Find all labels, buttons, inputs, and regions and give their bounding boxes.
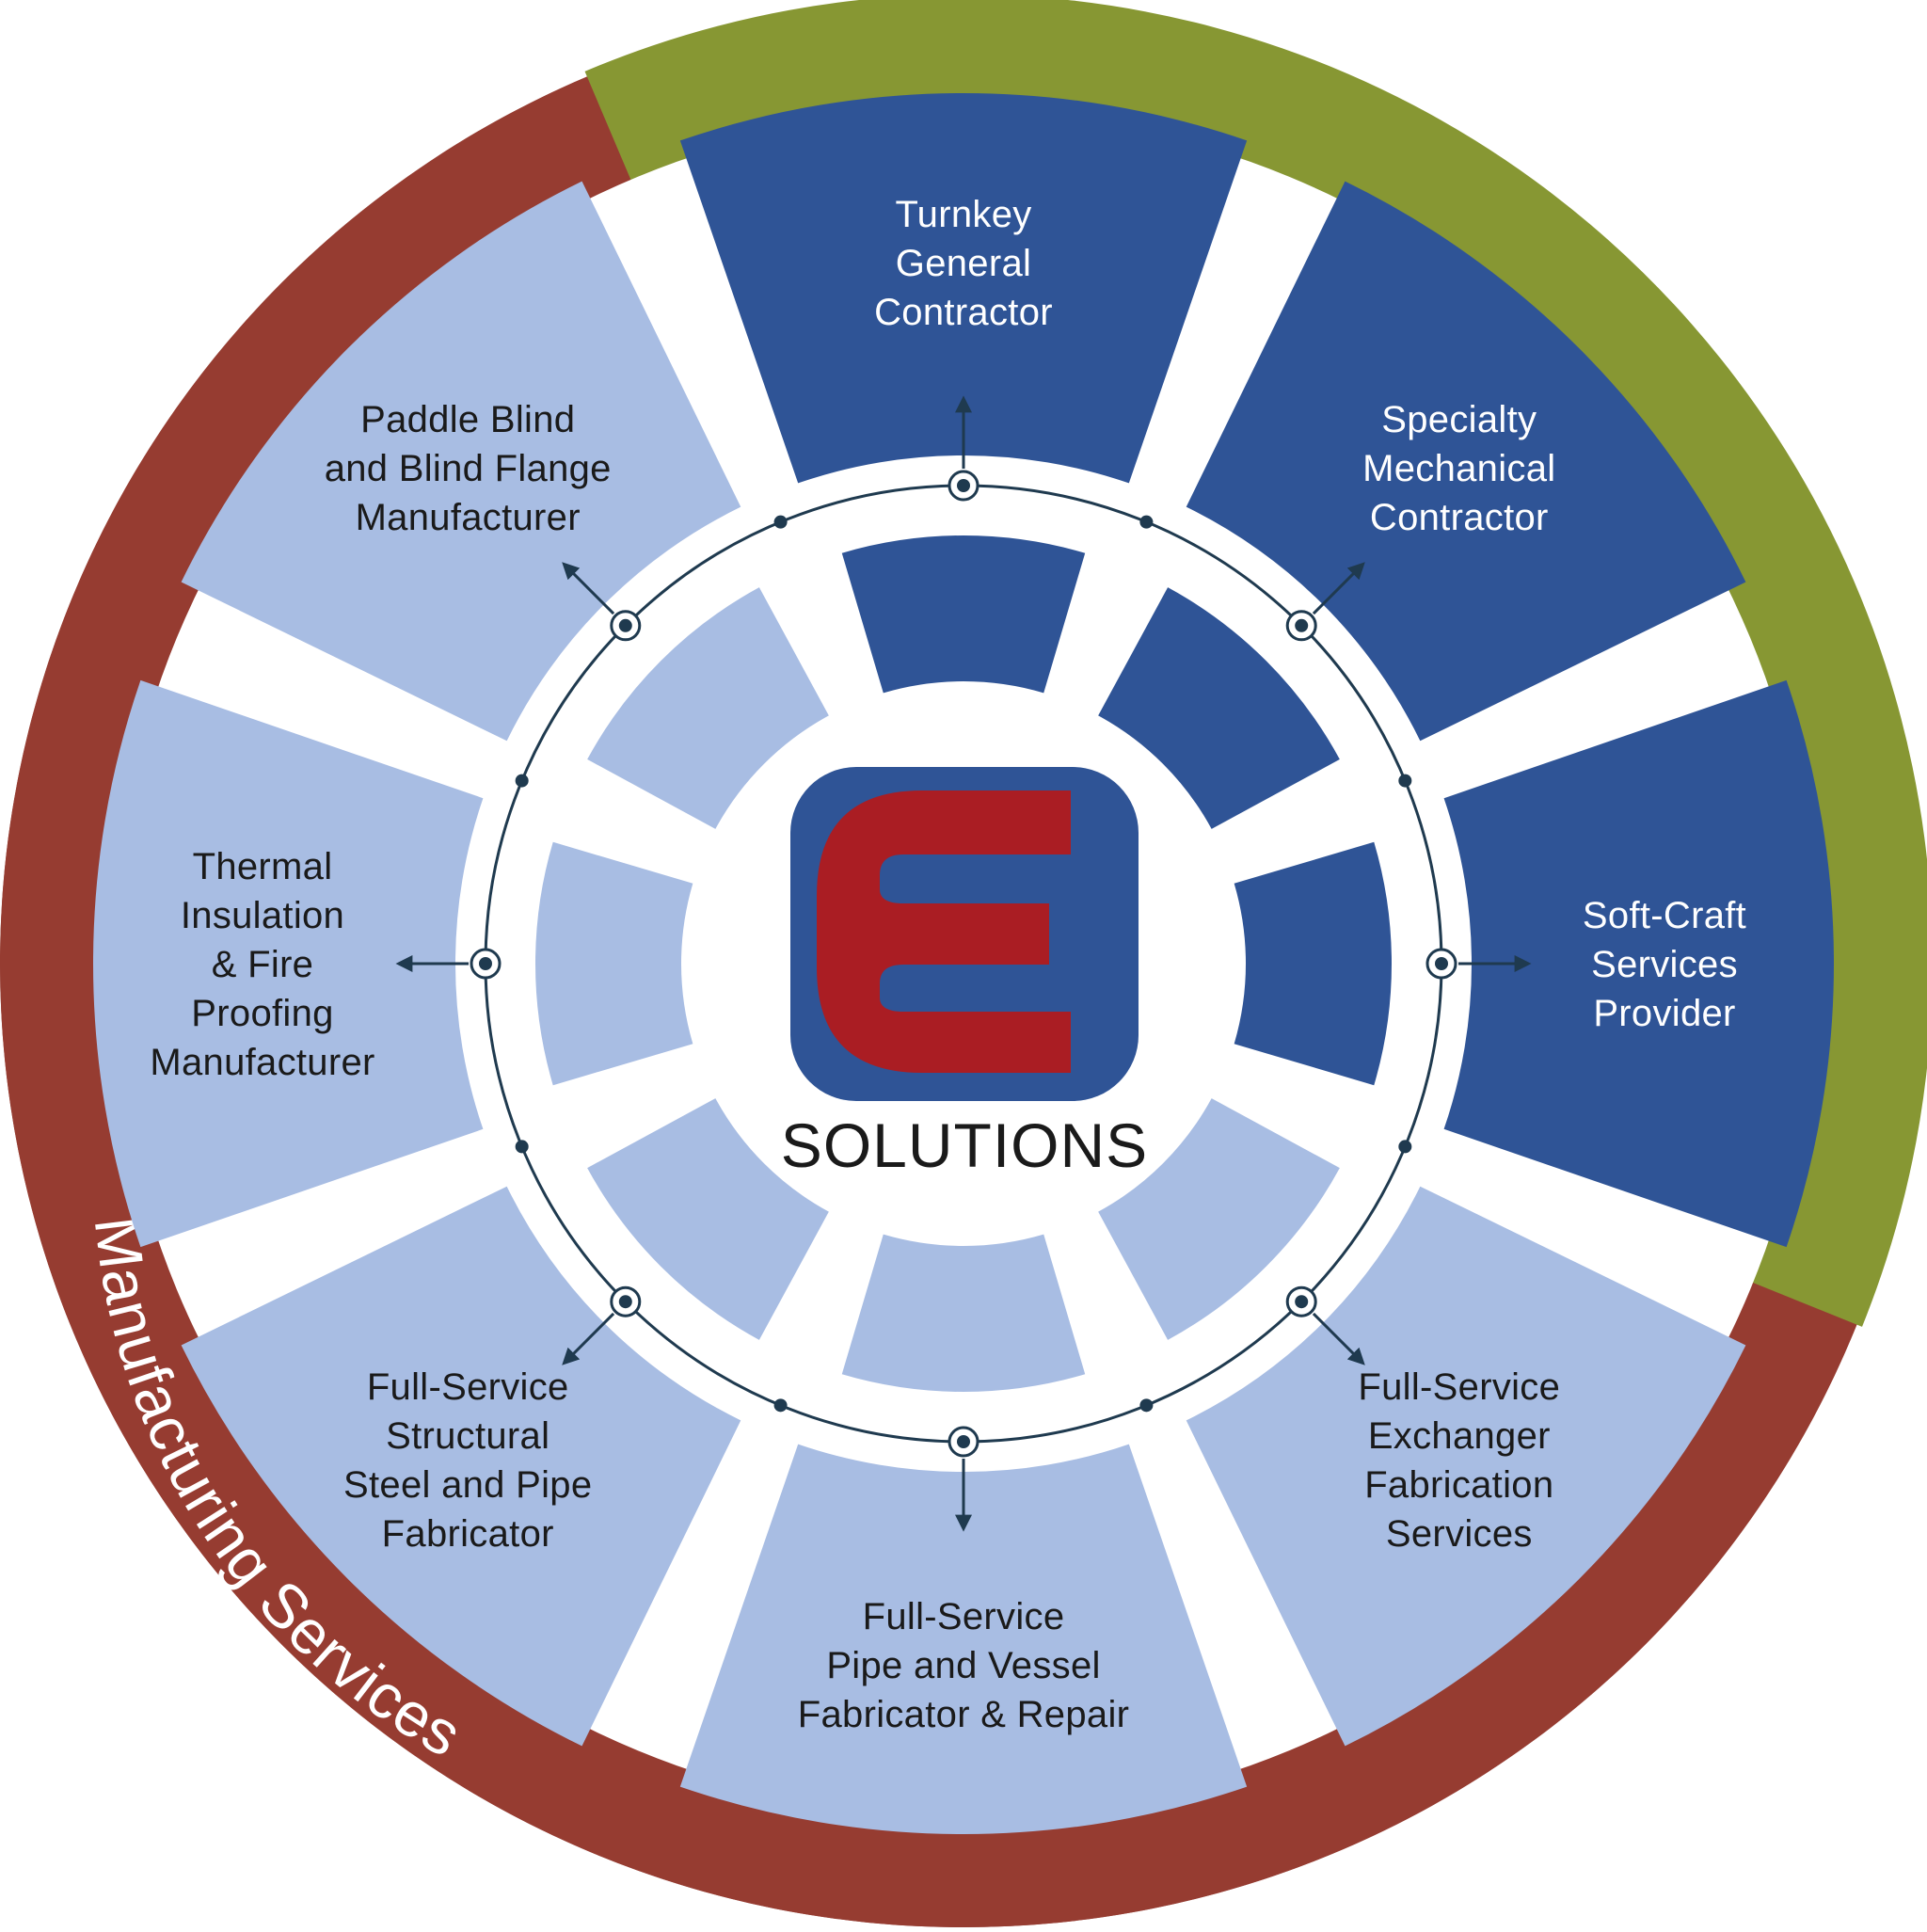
inner-segment-thermal [535, 841, 693, 1086]
connector-dot [1398, 774, 1412, 788]
inner-segment-paddle [587, 587, 829, 829]
segment-label-line: Paddle Blind [360, 399, 575, 440]
segment-label-line: Services [1591, 944, 1738, 985]
inner-segment-pipevessel [841, 1234, 1086, 1392]
arrow-down-right-icon [1312, 1312, 1365, 1365]
connector-dot [515, 774, 529, 788]
connector-dot [1398, 1140, 1412, 1154]
inner-segment-specialty [1098, 587, 1340, 829]
segment-thermal [93, 679, 484, 1248]
connector-node-core [618, 618, 632, 632]
logo-red-e [817, 790, 1071, 1073]
connector-node-core [957, 1435, 970, 1448]
segment-label-line: Turnkey [895, 194, 1031, 235]
segment-softcraft [1443, 679, 1835, 1248]
segment-label-line: Manufacturer [150, 1042, 374, 1083]
connector-dot [1139, 1398, 1154, 1413]
segment-label-line: Thermal [193, 846, 333, 887]
inner-segment-exchanger [1098, 1098, 1340, 1340]
segment-label-line: General [896, 243, 1031, 284]
inner-segment-turnkey [841, 535, 1086, 694]
segment-label-line: Full-Service [367, 1366, 569, 1408]
inner-segment-softcraft [1234, 841, 1392, 1086]
segment-label-line: Proofing [191, 993, 333, 1034]
connector-node-core [618, 1295, 632, 1309]
segment-pipevessel [679, 1444, 1248, 1835]
connector-node-core [1295, 618, 1309, 632]
segment-label-line: Soft-Craft [1583, 895, 1746, 936]
segment-label-line: Steel and Pipe [343, 1464, 592, 1506]
segment-label-line: and Blind Flange [325, 448, 612, 489]
e-solutions-logo: SOLUTIONS [781, 767, 1148, 1180]
segment-label-line: Pipe and Vessel [826, 1645, 1100, 1686]
inner-segment-structural [587, 1098, 829, 1340]
segment-turnkey [679, 93, 1248, 484]
connector-node-core [479, 957, 492, 970]
connector-node-core [1435, 957, 1448, 970]
segment-label-line: Manufacturer [356, 497, 581, 538]
segment-label-line: Structural [386, 1415, 549, 1457]
arrow-down-left-icon [562, 1312, 615, 1365]
segment-label-line: Contractor [874, 292, 1053, 333]
logo-solutions-text: SOLUTIONS [781, 1110, 1148, 1180]
segment-label-line: Provider [1593, 993, 1735, 1034]
segment-label-line: Mechanical [1362, 448, 1555, 489]
inner-segments [535, 535, 1392, 1392]
segment-label-line: Specialty [1381, 399, 1537, 440]
segment-label-line: Insulation [181, 895, 344, 936]
connector-dot [1139, 515, 1154, 529]
segment-label-line: Full-Service [1358, 1366, 1560, 1408]
connector-node-core [957, 479, 970, 492]
segment-label-line: Exchanger [1368, 1415, 1551, 1457]
segment-label-line: Contractor [1370, 497, 1549, 538]
segment-label-line: Fabricator [382, 1513, 554, 1555]
segment-label-line: Fabricator & Repair [798, 1694, 1130, 1735]
connector-dot [773, 515, 788, 529]
connector-ring [395, 395, 1532, 1532]
connector-dot [773, 1398, 788, 1413]
outer-segments [93, 93, 1835, 1835]
segment-label-line: Full-Service [863, 1596, 1065, 1637]
segment-label-line: Services [1386, 1513, 1533, 1555]
segment-label-line: Fabrication [1364, 1464, 1553, 1506]
arrow-up-right-icon [1312, 562, 1365, 615]
connector-dot [515, 1140, 529, 1154]
connector-node-core [1295, 1295, 1309, 1309]
segment-label-line: & Fire [212, 944, 313, 985]
arrow-up-left-icon [562, 562, 615, 615]
